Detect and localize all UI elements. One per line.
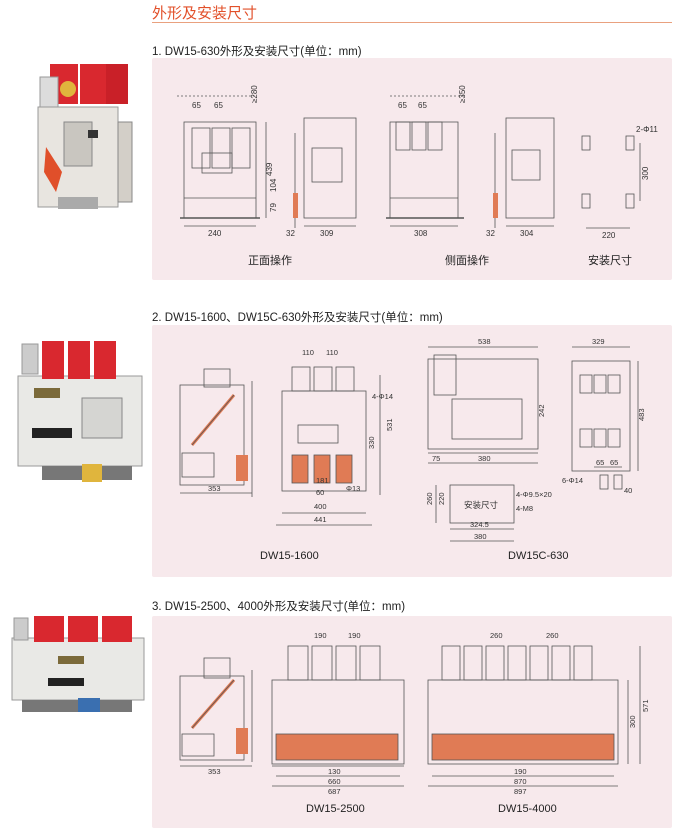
dim-1q: 300 bbox=[641, 166, 650, 180]
section-1-panel: 65 65 ≥280 439 104 79 240 32 309 65 65 ≥… bbox=[152, 58, 672, 280]
caption-dw15-1600: DW15-1600 bbox=[260, 550, 319, 562]
dim-1j: 65 bbox=[398, 101, 407, 110]
section-2-title: 2. DW15-1600、DW15C-630外形及安装尺寸(单位：mm) bbox=[152, 312, 443, 324]
dim-2d: 531 bbox=[385, 418, 394, 431]
dim-2l: 242 bbox=[537, 404, 546, 417]
dim-1k: 65 bbox=[418, 101, 427, 110]
caption-front-operation: 正面操作 bbox=[248, 255, 292, 267]
dim-2o: 329 bbox=[592, 337, 605, 346]
dim-3e: 660 bbox=[328, 777, 341, 786]
dw15-2500-photo bbox=[8, 612, 148, 720]
dim-2z: 380 bbox=[474, 532, 487, 541]
dim-1m: 308 bbox=[414, 229, 428, 238]
dim-3k: 897 bbox=[514, 787, 527, 796]
dim-2j: 353 bbox=[208, 484, 221, 493]
dim-1p: 2-Φ11 bbox=[636, 125, 658, 134]
dim-2g: 60 bbox=[316, 488, 324, 497]
dim-3d: 130 bbox=[328, 767, 341, 776]
dim-1n: 32 bbox=[486, 229, 495, 238]
dim-1i: 309 bbox=[320, 229, 334, 238]
dim-3l: 300 bbox=[628, 715, 637, 728]
dim-2m: 75 bbox=[432, 454, 440, 463]
dim-2n: 380 bbox=[478, 454, 491, 463]
dim-1f: 79 bbox=[269, 203, 278, 212]
title-divider bbox=[152, 22, 672, 23]
dim-2s: 6-Φ14 bbox=[562, 476, 583, 485]
dim-2f: Φ13 bbox=[346, 484, 360, 493]
dim-3f: 687 bbox=[328, 787, 341, 796]
dim-2u: 4-Φ9.5×20 bbox=[516, 490, 552, 499]
dim-3c: 353 bbox=[208, 767, 221, 776]
dim-2t: 40 bbox=[624, 486, 632, 495]
dim-3m: 571 bbox=[641, 699, 650, 712]
dim-2j2: 181 bbox=[316, 476, 329, 485]
dim-3g: 260 bbox=[490, 631, 503, 640]
dim-3j: 870 bbox=[514, 777, 527, 786]
dim-2q: 65 bbox=[596, 458, 604, 467]
dim-2i: 441 bbox=[314, 515, 327, 524]
caption-side-operation: 侧面操作 bbox=[445, 255, 489, 267]
dim-2h: 400 bbox=[314, 502, 327, 511]
dim-2b: 110 bbox=[326, 348, 338, 357]
dim-1g: 240 bbox=[208, 229, 222, 238]
dim-3b: 190 bbox=[348, 631, 361, 640]
caption-mounting: 安装尺寸 bbox=[588, 255, 632, 267]
section-3-title: 3. DW15-2500、4000外形及安装尺寸(单位：mm) bbox=[152, 601, 406, 613]
dim-1r: 220 bbox=[602, 231, 616, 240]
caption-dw15-4000: DW15-4000 bbox=[498, 803, 557, 815]
caption-dw15c-630: DW15C-630 bbox=[508, 550, 569, 562]
dw15-1600-photo bbox=[12, 336, 148, 496]
section-1-title: 1. DW15-630外形及安装尺寸(单位：mm) bbox=[152, 46, 362, 58]
dim-1e: 104 bbox=[269, 178, 278, 192]
dw15-630-photo bbox=[18, 52, 148, 222]
dim-1l: ≥350 bbox=[458, 85, 467, 103]
dim-3h: 260 bbox=[546, 631, 559, 640]
dim-2e: 330 bbox=[367, 436, 376, 449]
dim-2p: 483 bbox=[637, 408, 646, 421]
dim-3a: 190 bbox=[314, 631, 327, 640]
dim-2c: 4-Φ14 bbox=[372, 392, 393, 401]
dim-3i: 190 bbox=[514, 767, 527, 776]
page-title: 外形及安装尺寸 bbox=[152, 5, 258, 22]
dim-1d: 439 bbox=[265, 162, 274, 176]
dim-2r: 65 bbox=[610, 458, 618, 467]
dim-1b: 65 bbox=[214, 101, 223, 110]
section-3-panel: 190 190 353 130 660 687 260 260 190 870 … bbox=[152, 616, 672, 828]
section-2-panel: 110 110 4-Φ14 531 330 181 Φ13 60 400 441… bbox=[152, 325, 672, 577]
dim-2k: 538 bbox=[478, 337, 491, 346]
dim-2w: 260 bbox=[425, 492, 434, 505]
dim-2x: 220 bbox=[437, 492, 446, 505]
dim-1o: 304 bbox=[520, 229, 534, 238]
dim-2v: 4-M8 bbox=[516, 504, 533, 513]
mounting-label: 安装尺寸 bbox=[464, 500, 499, 510]
dim-1h: 32 bbox=[286, 229, 295, 238]
dim-1c: ≥280 bbox=[250, 85, 259, 103]
dim-2a: 110 bbox=[302, 348, 314, 357]
dim-2y: 324.5 bbox=[470, 520, 489, 529]
dim-1a: 65 bbox=[192, 101, 201, 110]
caption-dw15-2500: DW15-2500 bbox=[306, 803, 365, 815]
